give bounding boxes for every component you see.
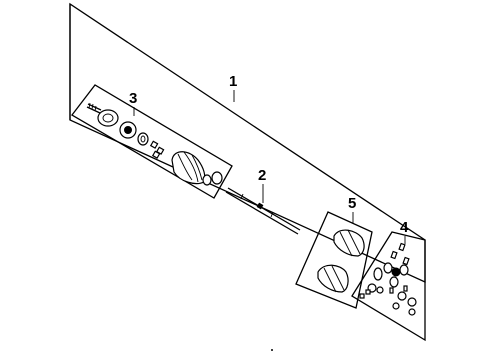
assembly-panel xyxy=(69,2,426,284)
inner-boot-upper xyxy=(333,229,365,257)
outer-joint-cage xyxy=(137,132,149,146)
callout-2-label: 2 xyxy=(258,167,266,184)
axle-shaft xyxy=(225,187,301,235)
outer-joint-boot xyxy=(171,151,212,186)
panel-outline xyxy=(69,2,426,284)
callout-2[interactable]: 2 xyxy=(258,167,266,203)
boot-kit-subpanel xyxy=(295,211,373,309)
outer-cv-joint-housing xyxy=(97,109,119,127)
callout-3-label: 3 xyxy=(129,90,137,107)
subpanel-5-outline xyxy=(295,211,373,309)
callout-4-label: 4 xyxy=(400,219,409,236)
boot-clamp-ring xyxy=(211,171,223,185)
outer-joint-stub-shaft xyxy=(86,102,102,114)
subpanel-4-outline xyxy=(351,231,426,342)
callout-3[interactable]: 3 xyxy=(129,90,137,116)
outer-joint-subpanel xyxy=(71,84,233,199)
inner-boot-lower xyxy=(317,264,349,293)
callout-4[interactable]: 4 xyxy=(400,219,409,244)
outer-joint-clamps xyxy=(149,140,165,159)
callout-5[interactable]: 5 xyxy=(348,195,356,224)
callout-5-label: 5 xyxy=(348,195,356,212)
inner-joint-subpanel xyxy=(351,231,426,342)
callout-1-label: 1 xyxy=(229,73,237,90)
inner-joint-spider xyxy=(383,262,409,288)
callout-1[interactable]: 1 xyxy=(229,73,237,102)
inner-joint-small-parts xyxy=(359,242,417,316)
stray-dot xyxy=(271,349,273,351)
outer-joint-race xyxy=(119,121,137,139)
subpanel-3-outline xyxy=(71,84,233,199)
